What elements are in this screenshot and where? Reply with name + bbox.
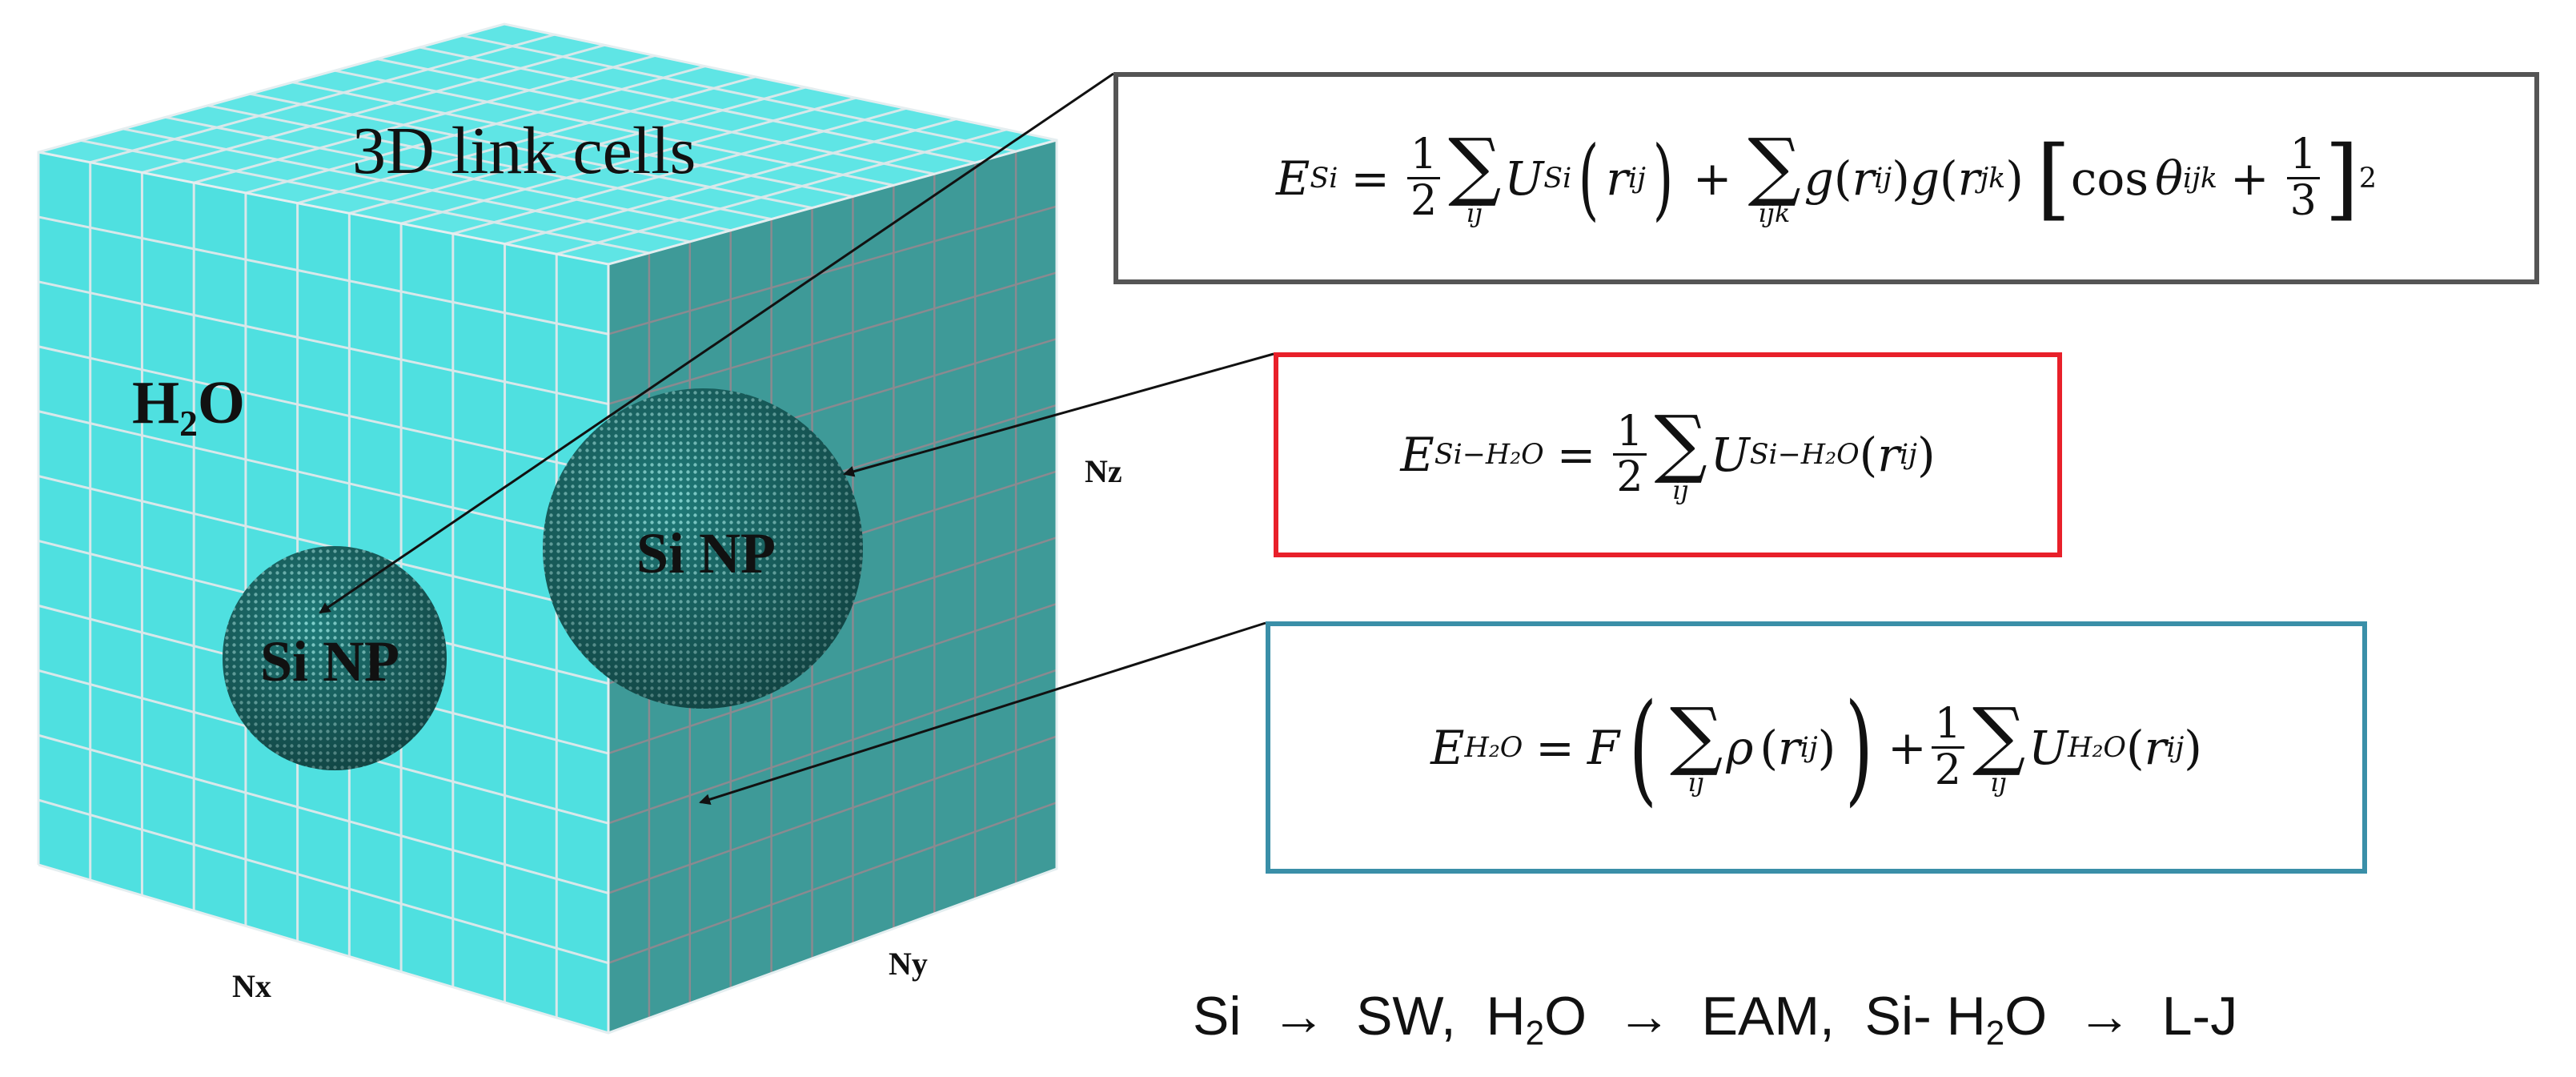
eq-si-sum1: ∑ij <box>1448 123 1502 229</box>
top-grid-line <box>165 115 732 232</box>
top-grid-line <box>245 65 706 195</box>
eq-si-u: U <box>1504 151 1544 206</box>
cube-top-face <box>38 24 1057 264</box>
nx-label: Nx <box>232 968 271 1004</box>
top-grid-line <box>292 81 853 198</box>
water-label-sub: 2 <box>179 403 198 444</box>
nanoparticles <box>223 388 863 770</box>
side-grid-hline <box>608 602 1057 755</box>
si-np-small-shade <box>223 546 447 770</box>
top-grid-line <box>250 92 813 210</box>
eq-si-sum2: ∑ijk <box>1747 123 1801 229</box>
si-np-large-shade <box>543 388 863 709</box>
top-grid-line <box>142 43 605 174</box>
top-grid-line <box>419 46 976 164</box>
front-grid-hline <box>38 345 609 476</box>
ny-label: Ny <box>889 946 928 982</box>
arrow-to-large-np <box>843 352 1274 477</box>
front-grid-hline <box>38 410 609 545</box>
si-np-small-label: Si NP <box>260 629 400 693</box>
top-grid-line <box>504 118 957 245</box>
front-grid-hline <box>38 280 609 406</box>
side-grid-hline <box>608 669 1057 825</box>
front-grid-hline <box>38 475 609 615</box>
top-grid-line <box>80 139 650 255</box>
water-label: H2O <box>132 368 245 444</box>
side-grid-hline <box>608 271 1057 405</box>
top-grid-line <box>122 127 691 243</box>
side-grid-hline <box>608 735 1057 894</box>
top-grid-line <box>193 54 656 184</box>
side-grid-hline <box>608 205 1057 336</box>
top-grid-line <box>335 69 894 187</box>
front-grid-hline <box>38 215 609 336</box>
eq-si-lhs: E <box>1276 151 1310 206</box>
arrow-to-water <box>699 621 1266 806</box>
front-grid-hline <box>38 733 609 894</box>
eq-si-power: 2 <box>2358 162 2377 195</box>
eq-si-lhs-sub: Si <box>1310 162 1338 195</box>
side-grid-hline <box>608 802 1057 964</box>
potential-legend: Si → SW, H2O → EAM, Si- H2O → L-J <box>1193 986 2238 1052</box>
water-label-o: O <box>197 369 246 436</box>
pointer-arrows <box>319 72 1274 806</box>
eq-si-cos: cos <box>2070 151 2149 206</box>
arrow-to-small-np <box>319 72 1114 614</box>
top-grid-line <box>400 96 857 225</box>
si-np-large-label: Si NP <box>636 521 776 585</box>
top-grid-line <box>207 104 772 221</box>
top-grid-line <box>452 107 907 235</box>
top-grid-line <box>376 58 935 175</box>
top-grid-line <box>556 128 1007 255</box>
front-grid-hline <box>38 798 609 965</box>
water-label-h: H <box>132 369 180 436</box>
grid-title: 3D link cells <box>352 114 696 188</box>
top-grid-line <box>297 75 756 205</box>
nz-label: Nz <box>1085 453 1122 489</box>
top-grid-line <box>348 86 806 215</box>
top-grid-line <box>90 33 556 164</box>
top-grid-line <box>461 34 1017 153</box>
